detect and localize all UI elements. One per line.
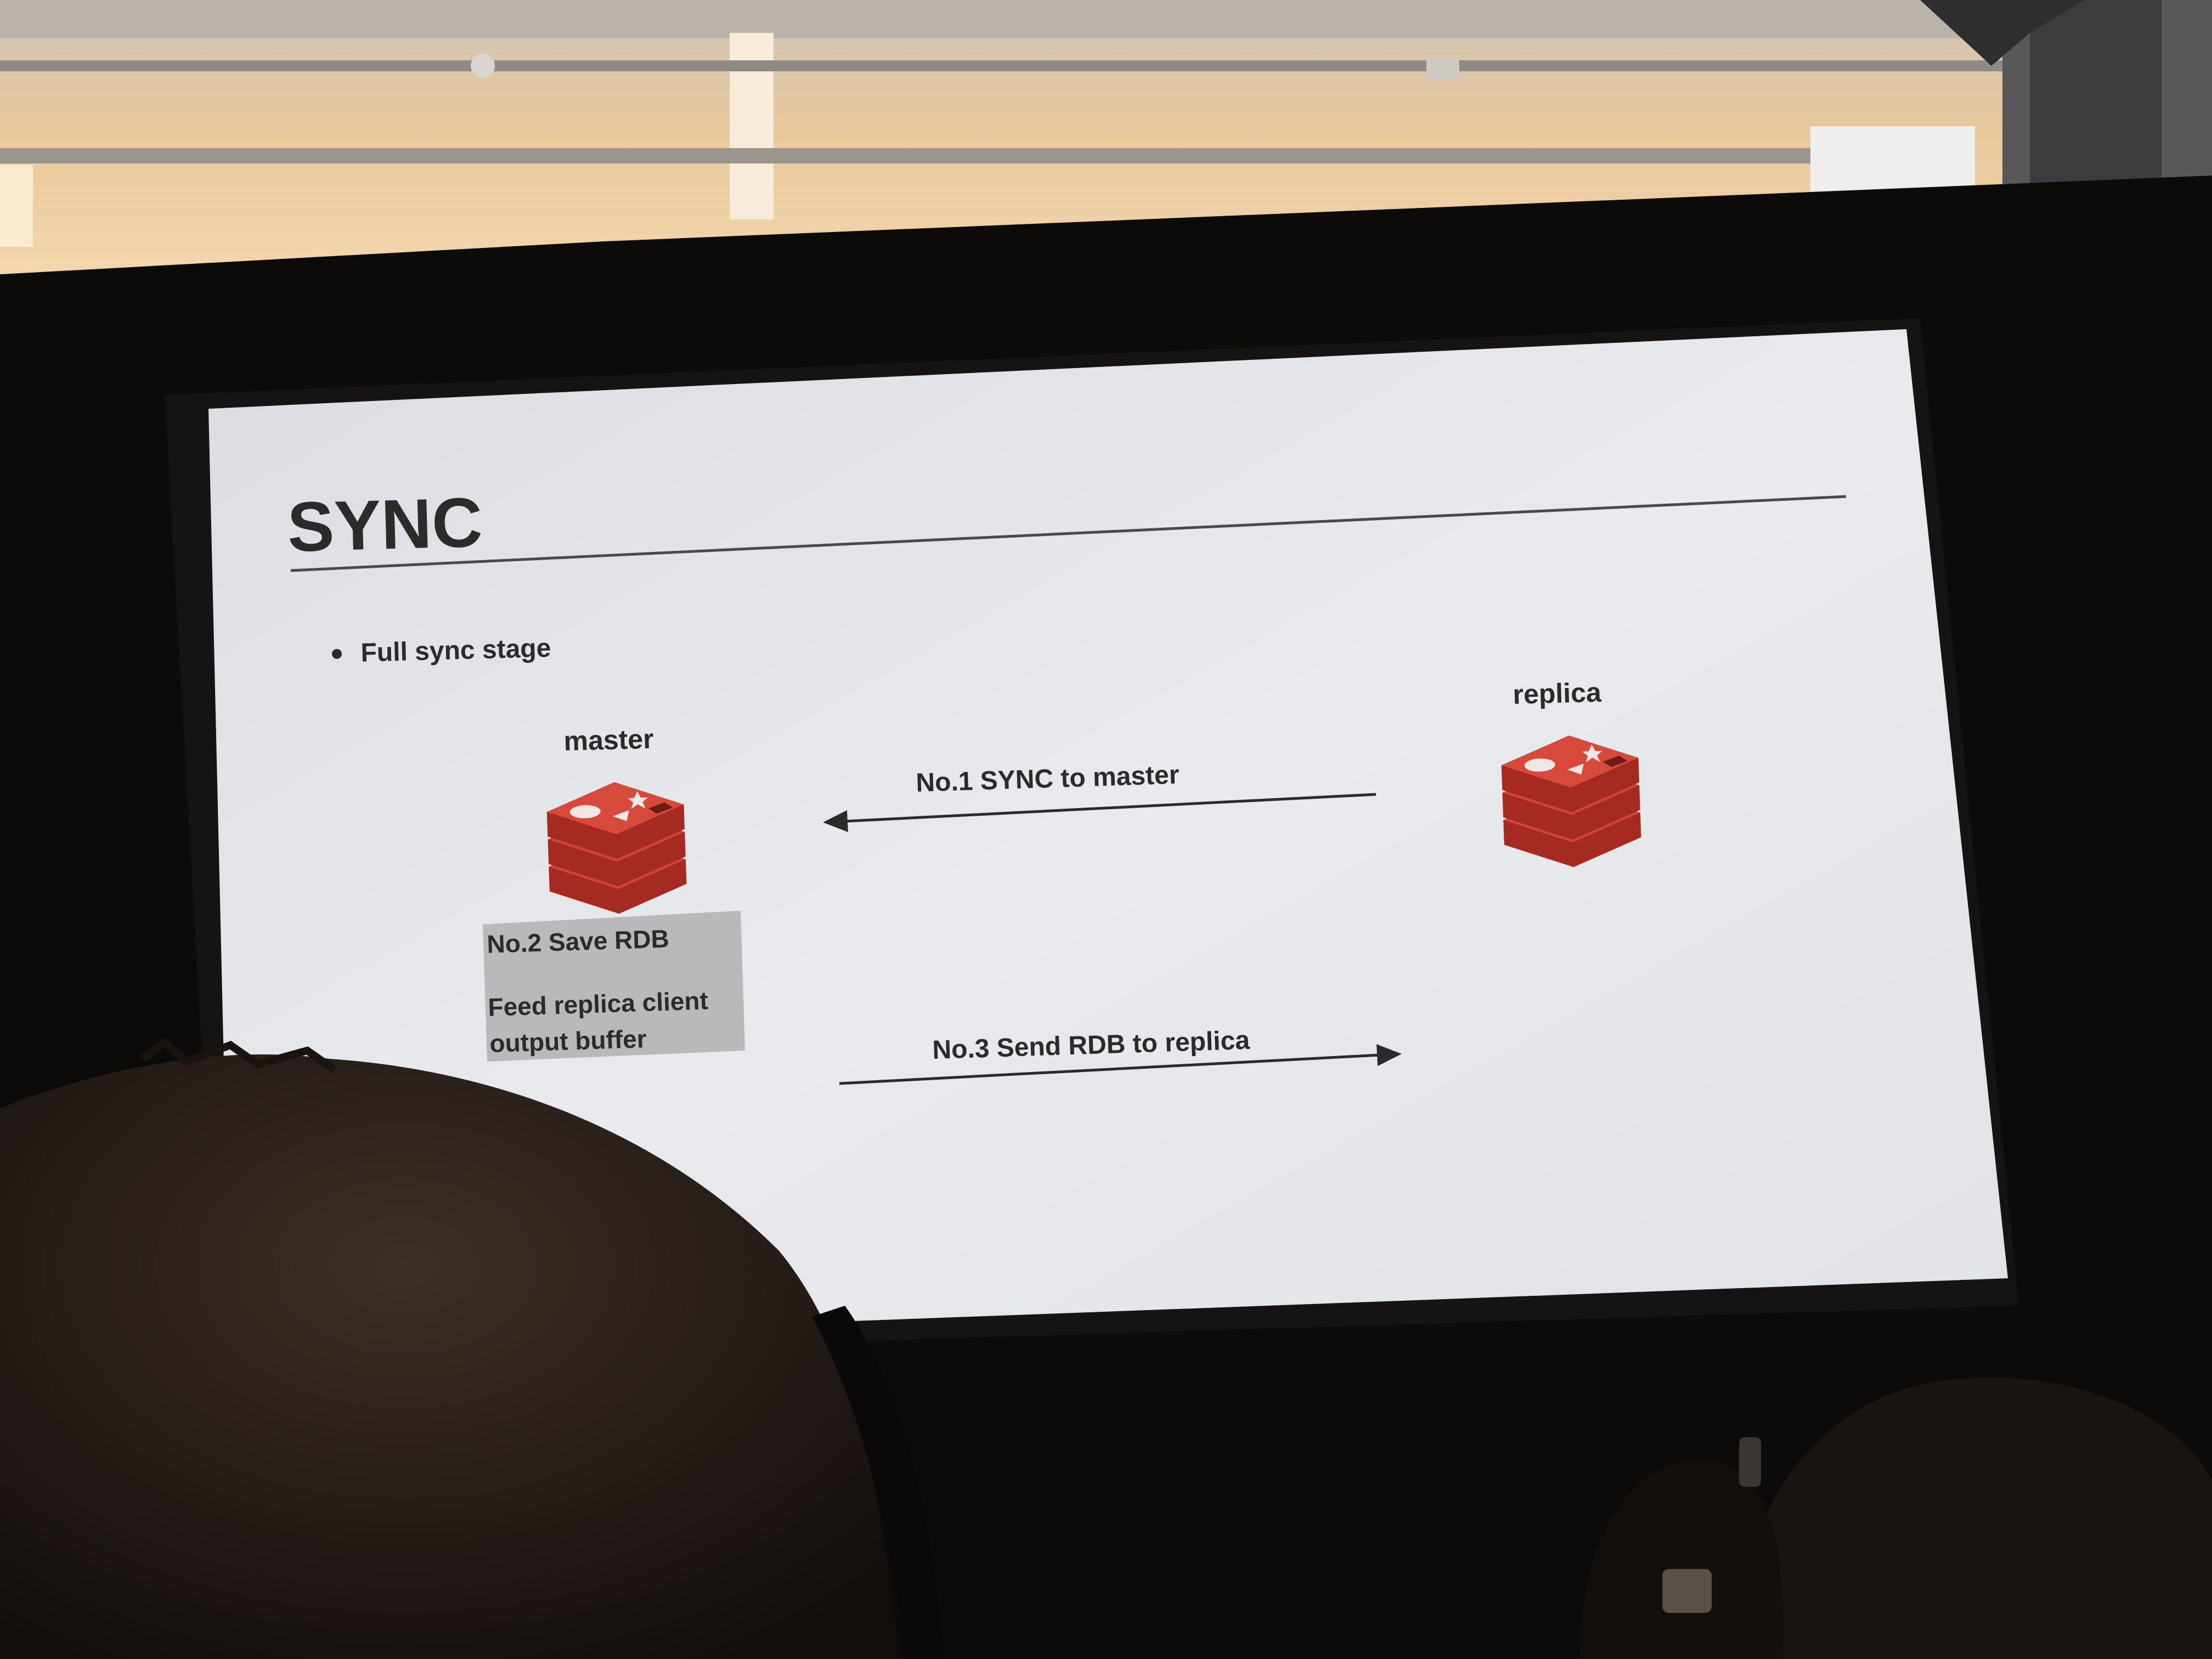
title-underline	[290, 495, 1847, 572]
step2-note-box	[483, 911, 745, 1062]
slide-title: SYNC	[286, 483, 483, 567]
replica-label: replica	[1513, 677, 1602, 710]
step1-arrow	[823, 793, 1376, 832]
step2-line1: No.2 Save RDB	[487, 924, 670, 958]
bullet-text: Full sync stage	[360, 634, 551, 668]
audience-heads-right	[1580, 1378, 2212, 1659]
step2-line3: output buffer	[489, 1024, 647, 1058]
bullet-dot	[332, 649, 342, 659]
master-label: master	[563, 724, 654, 757]
slide-surface	[208, 329, 2008, 1344]
step3-arrow	[839, 1044, 1402, 1085]
audience-head-foreground	[0, 1037, 944, 1659]
step2-line2: Feed replica client	[488, 986, 709, 1022]
